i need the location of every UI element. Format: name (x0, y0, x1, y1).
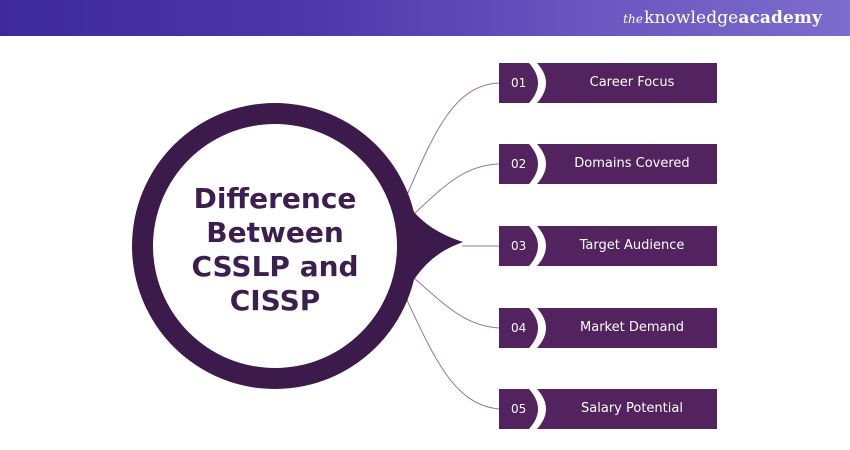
header-bar: theknowledgeacademy (0, 0, 850, 36)
item-label: Market Demand (580, 320, 684, 335)
item-career-focus: 01 Career Focus (499, 63, 717, 103)
item-label-bar (537, 226, 717, 266)
item-label: Salary Potential (581, 401, 683, 416)
item-number: 03 (511, 239, 527, 253)
item-label-bar (537, 144, 717, 184)
item-market-demand: 04 Market Demand (499, 308, 717, 348)
item-label-bar (537, 63, 717, 103)
inner-circle (153, 124, 397, 368)
title-line-3: CSSLP and (191, 250, 359, 283)
connector-2 (413, 163, 500, 215)
title-line-1: Difference (193, 182, 357, 215)
item-shapes (499, 63, 717, 429)
item-number: 02 (511, 157, 527, 171)
brand-logo: theknowledgeacademy (623, 8, 822, 28)
title-line-2: Between (206, 216, 344, 249)
item-number-tab (499, 226, 538, 266)
connector-4 (413, 277, 500, 329)
title-line-4: CISSP (229, 284, 321, 317)
bubble-pointer (413, 211, 463, 281)
item-number-tab (499, 63, 538, 103)
item-number: 01 (511, 76, 527, 90)
item-number-tab (499, 389, 538, 429)
item-number: 05 (511, 402, 527, 416)
item-number: 04 (511, 321, 527, 335)
connector-5 (405, 297, 500, 410)
item-domains-covered: 02 Domains Covered (499, 144, 717, 184)
connector-1 (406, 82, 500, 196)
item-label: Career Focus (589, 75, 675, 90)
item-number-tab (499, 308, 538, 348)
item-label-bar (537, 389, 717, 429)
item-label-bar (537, 308, 717, 348)
item-label: Target Audience (579, 238, 685, 253)
item-label: Domains Covered (574, 156, 690, 171)
connectors (405, 82, 500, 410)
item-number-tab (499, 144, 538, 184)
diagram-title: Difference Between CSSLP and CISSP (175, 182, 375, 318)
item-salary-potential: 05 Salary Potential (499, 389, 717, 429)
item-target-audience: 03 Target Audience (499, 226, 717, 266)
